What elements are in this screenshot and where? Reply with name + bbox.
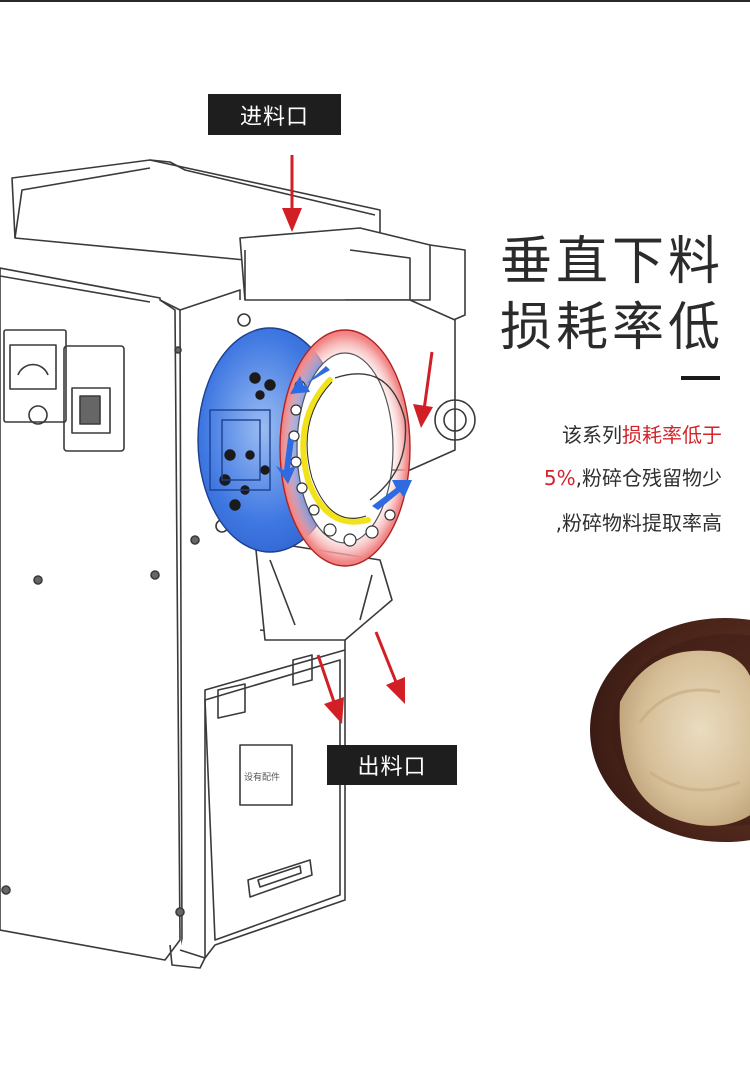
description-line-1: 该系列损耗率低于 [562,425,722,445]
description-line-2: 5%,粉碎仓残留物少 [544,468,722,488]
description-line-3: ,粉碎物料提取率高 [555,511,722,535]
description-line-2-rest: ,粉碎仓残留物少 [575,466,722,490]
top-divider [0,0,750,2]
discharge-outlet-label: 出料口 [327,745,457,785]
accent-divider [681,376,720,380]
headline-low-loss: 损耗率低 [499,298,724,358]
loss-rate-value: 5% [543,466,576,490]
svg-text:设有配件: 设有配件 [244,771,280,783]
feed-inlet-label: 进料口 [208,94,341,135]
description-prefix: 该系列 [562,423,622,447]
powder-dish-image [590,618,750,842]
description-highlight: 损耗率低于 [622,423,722,447]
headline-vertical-discharge: 垂直下料 [499,232,724,292]
